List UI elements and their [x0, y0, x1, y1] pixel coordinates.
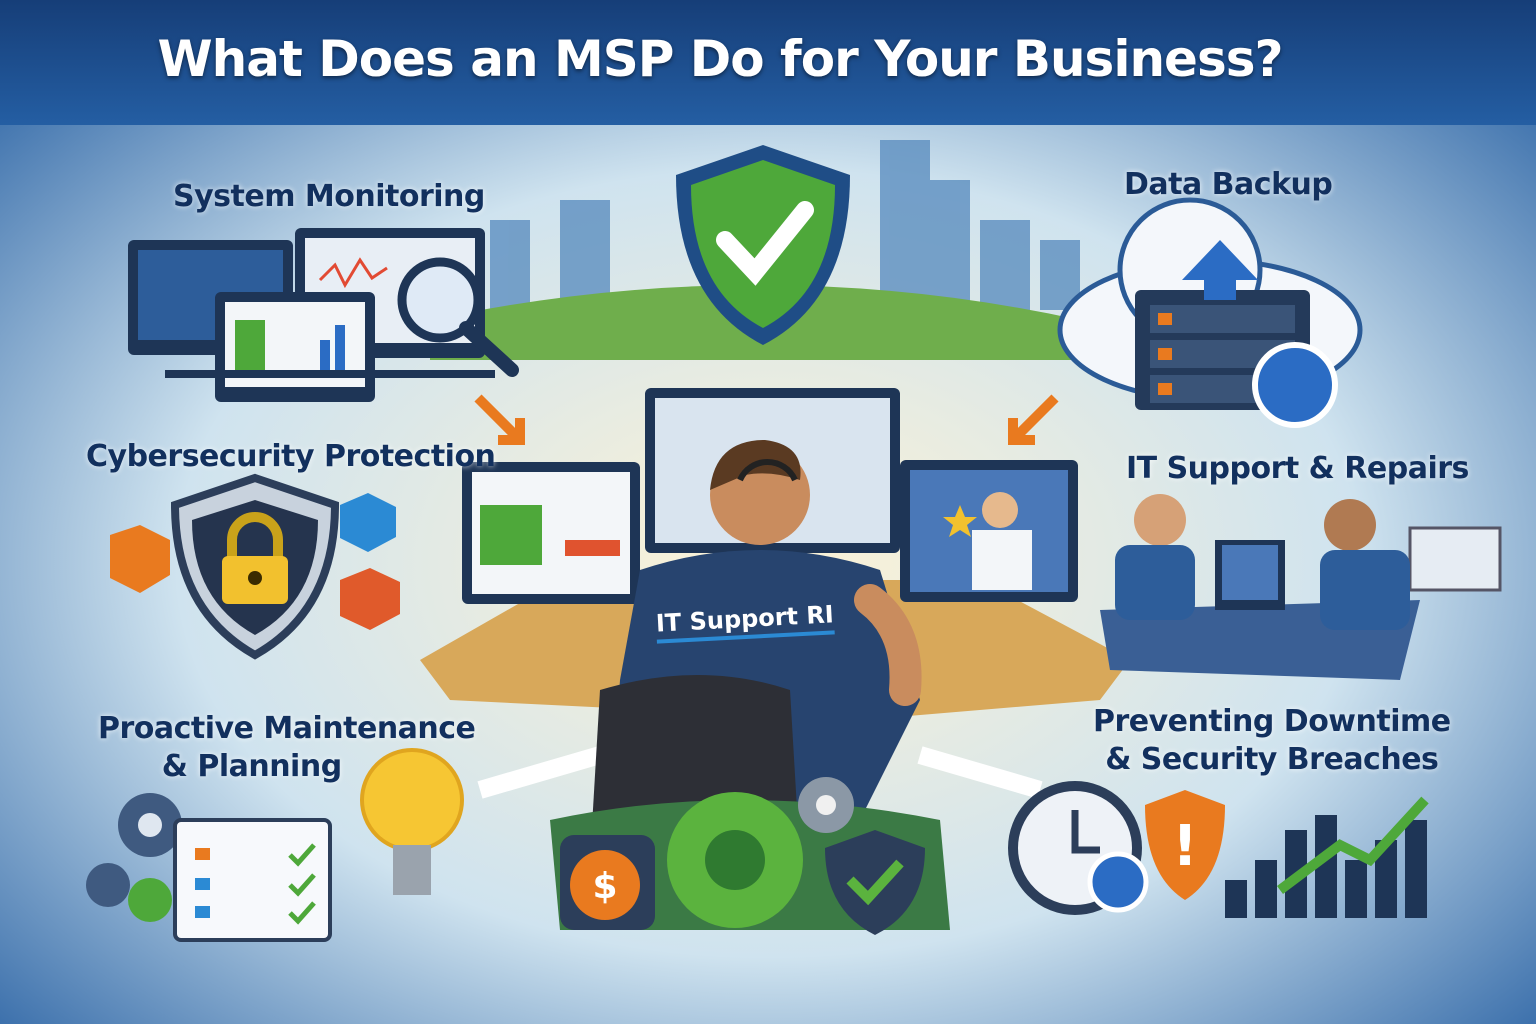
page-title: What Does an MSP Do for Your Business?: [157, 30, 1284, 88]
cloud-server-backup-icon: [1057, 197, 1363, 428]
title-banner: [0, 0, 1536, 125]
label-it-support: IT Support & Repairs: [1126, 451, 1469, 486]
label-preventing: Preventing Downtime & Security Breaches: [1093, 703, 1451, 779]
label-data-backup: Data Backup: [1124, 167, 1333, 202]
checklist-lightbulb-icon: [86, 748, 464, 942]
green-shield-check-icon: [676, 145, 850, 345]
label-proactive-line2: & Planning: [161, 749, 342, 784]
svg-text:!: !: [1172, 814, 1198, 879]
label-system-monitoring: System Monitoring: [173, 179, 485, 214]
label-preventing-line2: & Security Breaches: [1105, 742, 1439, 777]
monitoring-screens-icon: [128, 228, 519, 402]
label-proactive-line1: Proactive Maintenance: [98, 711, 476, 746]
label-proactive: Proactive Maintenance & Planning: [98, 710, 476, 786]
it-repair-team: [1100, 494, 1502, 680]
city-skyline: [490, 140, 1080, 310]
gear-dollar-shield-icons: $: [550, 777, 950, 935]
label-cybersecurity: Cybersecurity Protection: [86, 439, 496, 474]
arrow-icons: [474, 394, 1059, 799]
svg-text:$: $: [592, 866, 617, 907]
label-preventing-line1: Preventing Downtime: [1093, 704, 1451, 739]
clock-alert-chart-icon: !: [1008, 781, 1429, 918]
padlock-shield-icon: [110, 473, 400, 660]
